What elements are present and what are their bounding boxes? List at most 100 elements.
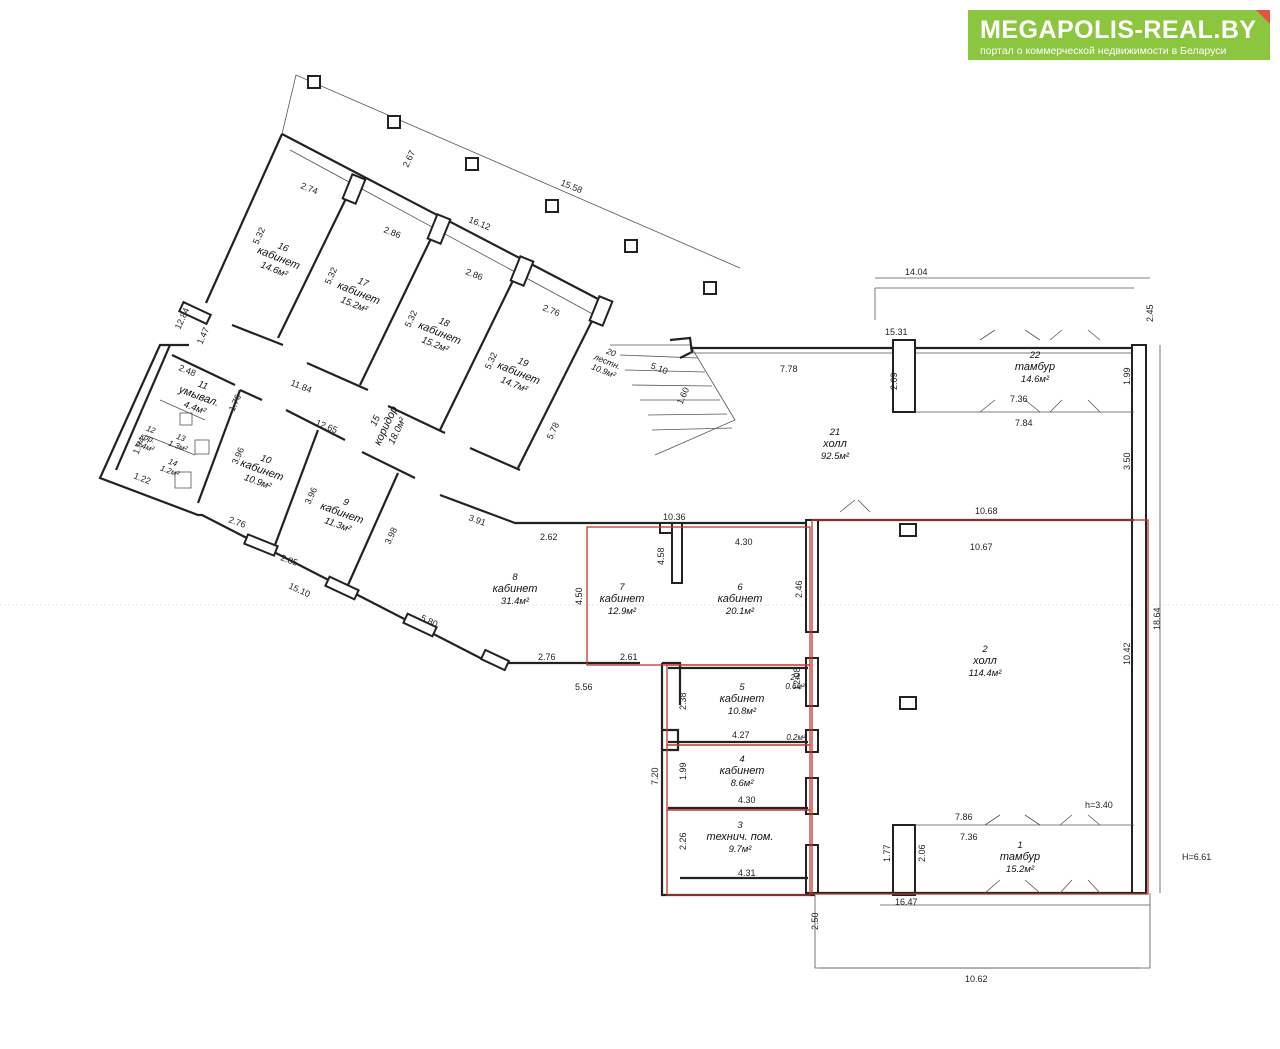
room-6-label: 6 кабинет 20.1м² (718, 582, 763, 617)
dim-2-86a: 2.86 (382, 225, 402, 241)
highlight-hall-2 (811, 519, 1149, 895)
dim-3-98: 3.98 (383, 526, 399, 546)
svg-text:16: 16 (276, 241, 291, 255)
wall-seg-16 (231, 323, 284, 347)
site-logo[interactable]: MEGAPOLIS-REAL.BY портал о коммерческой … (968, 10, 1270, 60)
room-18-label: 18 кабинет 15.2м² (417, 316, 463, 356)
svg-text:12: 12 (145, 424, 157, 436)
wall-13-14 (144, 434, 196, 456)
svg-text:24: 24 (790, 673, 800, 682)
dim-5-32b: 5.32 (323, 266, 339, 286)
dim-4-27: 4.27 (732, 730, 750, 740)
svg-text:114.4м²: 114.4м² (969, 668, 1003, 679)
dim-7-86: 7.86 (955, 812, 973, 822)
svg-text:15: 15 (369, 413, 384, 428)
dim-10-67: 10.67 (970, 542, 993, 552)
window-pier-2 (324, 575, 360, 601)
dim-1-22: 1.22 (132, 471, 152, 487)
svg-text:18: 18 (437, 316, 452, 330)
room-19-label: 19 кабинет 14.7м² (496, 356, 542, 396)
hall21-door (839, 499, 871, 513)
svg-text:5: 5 (739, 682, 745, 693)
dim-4-31: 4.31 (738, 868, 756, 878)
svg-text:1: 1 (1017, 840, 1022, 851)
porch-pillar-4 (545, 199, 559, 213)
dim-12-08: 12.08 (792, 667, 802, 690)
dim-2-76a: 2.76 (541, 303, 561, 319)
svg-text:12.9м²: 12.9м² (608, 606, 637, 617)
dim-2-67: 2.67 (401, 149, 417, 169)
svg-text:8: 8 (512, 572, 518, 583)
dim-H-6-61: H=6.61 (1182, 852, 1211, 862)
partition-10-west (196, 389, 242, 504)
svg-text:92.5м²: 92.5м² (821, 451, 850, 462)
svg-text:20.1м²: 20.1м² (725, 606, 755, 617)
svg-text:7: 7 (619, 582, 625, 593)
room-13-label: 13 1.3м² (167, 432, 189, 454)
svg-text:1.2м²: 1.2м² (159, 464, 181, 479)
svg-text:21: 21 (829, 427, 841, 438)
partition-17-18 (359, 219, 441, 386)
staircase (610, 336, 736, 456)
porch-pillar-6 (703, 281, 717, 295)
window-pier-3 (402, 612, 438, 638)
wall-east-thick (1131, 344, 1147, 894)
logo-title: MEGAPOLIS-REAL.BY (980, 16, 1257, 44)
svg-text:17: 17 (356, 276, 371, 290)
svg-text:8.6м²: 8.6м² (731, 778, 755, 789)
dim-2-26: 2.26 (678, 832, 688, 850)
svg-text:холл: холл (972, 655, 997, 667)
dim-10-68: 10.68 (975, 506, 998, 516)
svg-text:9: 9 (341, 497, 350, 509)
dim-1-60: 1.60 (675, 386, 691, 406)
dim-2-74: 2.74 (299, 181, 319, 197)
dim-2-61: 2.61 (620, 652, 638, 662)
room-14-label: 14 1.2м² (159, 457, 181, 479)
partition-19-20 (517, 304, 601, 469)
wall-seg-8 (361, 451, 416, 479)
wall-seg-17 (306, 361, 369, 392)
hall2-column-1 (899, 523, 917, 537)
partition-18-19 (439, 261, 523, 431)
wing-outer-wall-north (204, 133, 284, 304)
column-4 (588, 295, 614, 327)
room-20-label: 20 лестн. 10.9м² (590, 345, 622, 380)
sink-fixture (179, 412, 193, 426)
room-16-label: 16 кабинет 14.6м² (256, 241, 302, 281)
dim-2-38: 2.38 (678, 692, 688, 710)
room-17-label: 17 кабинет 15.2м² (336, 276, 382, 316)
dim-10-62: 10.62 (965, 974, 988, 984)
rotated-wing (98, 74, 741, 672)
dim-7-36b: 7.36 (960, 832, 978, 842)
room-1-label: 1 тамбур 15.2м² (1000, 840, 1040, 875)
dim-1-77: 1.77 (882, 844, 892, 862)
svg-text:холл: холл (822, 438, 847, 450)
dim-1-99b: 1.99 (678, 762, 688, 780)
dim-2-45: 2.45 (1145, 304, 1155, 322)
svg-text:2: 2 (981, 644, 988, 655)
svg-text:14.6м²: 14.6м² (1021, 374, 1050, 385)
partition-9-8 (346, 472, 400, 586)
svg-text:4: 4 (739, 754, 744, 765)
svg-text:31.4м²: 31.4м² (501, 596, 530, 607)
column-3 (509, 255, 535, 287)
dim-2-50: 2.50 (810, 912, 820, 930)
svg-text:кабинет: кабинет (600, 593, 645, 605)
dim-5-78: 5.78 (545, 421, 561, 441)
column-1 (341, 173, 367, 205)
svg-text:кабинет: кабинет (493, 583, 538, 595)
room-7-label: 7 кабинет 12.9м² (600, 582, 645, 617)
wall-seg-19 (469, 446, 521, 472)
room-2-label: 2 холл 114.4м² (969, 644, 1003, 679)
wall-8-north (439, 493, 585, 525)
porch-pillar-2 (387, 115, 401, 129)
dim-11-84: 11.84 (289, 378, 313, 395)
dim-4-58: 4.58 (656, 547, 666, 565)
dim-1-76: 1.76 (227, 393, 243, 413)
svg-text:19: 19 (516, 356, 531, 370)
dim-14-04: 14.04 (905, 267, 928, 277)
wall-seg-9 (285, 409, 346, 441)
highlight-room-3 (666, 809, 811, 896)
dim-15-31: 15.31 (885, 327, 908, 337)
